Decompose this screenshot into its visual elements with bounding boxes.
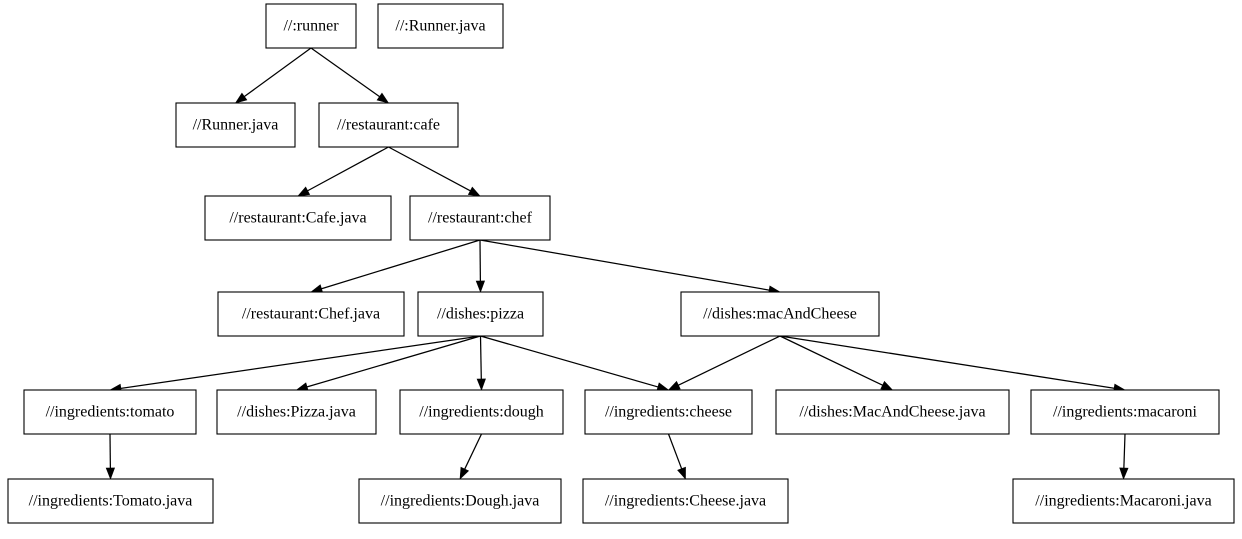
node-box[interactable] — [318, 102, 459, 148]
node-box[interactable] — [216, 389, 377, 435]
graph-edge: //ingredients:macaroni → //ingredients:M… — [1119, 433, 1129, 480]
node-box[interactable] — [409, 195, 551, 241]
node-box[interactable] — [175, 102, 296, 148]
node-box[interactable] — [399, 389, 564, 435]
node-label: //restaurant:cafe — [337, 117, 440, 134]
graph-edge: //dishes:pizza → //ingredients:cheese — [480, 335, 670, 392]
graph-node[interactable]: //dishes:Pizza.java — [216, 389, 377, 435]
edge-arrowhead — [677, 466, 686, 480]
graph-edge: //dishes:pizza → //ingredients:dough — [476, 335, 486, 391]
node-label: //ingredients:Tomato.java — [29, 493, 193, 510]
node-label: //ingredients:Cheese.java — [605, 493, 766, 510]
graph-node[interactable]: //restaurant:cafe — [318, 102, 459, 148]
graph-edge: //:runner → //restaurant:cafe — [310, 47, 390, 104]
graph-node[interactable]: //restaurant:Cafe.java — [204, 195, 392, 241]
graph-node[interactable]: //dishes:macAndCheese — [680, 291, 880, 337]
graph-node[interactable]: //ingredients:Dough.java — [358, 478, 562, 524]
node-label: //ingredients:cheese — [605, 404, 732, 421]
node-label: //:Runner.java — [395, 18, 485, 35]
graph-edge: //ingredients:tomato → //ingredients:Tom… — [105, 433, 116, 480]
graph-node[interactable]: //restaurant:chef — [409, 195, 551, 241]
graph-node[interactable]: //ingredients:macaroni — [1030, 389, 1220, 435]
node-label: //restaurant:chef — [428, 210, 533, 227]
graph-edge: //dishes:pizza → //ingredients:tomato — [109, 335, 481, 393]
graph-node[interactable]: //ingredients:Macaroni.java — [1012, 478, 1235, 524]
node-box[interactable] — [358, 478, 562, 524]
node-label: //ingredients:Macaroni.java — [1035, 493, 1211, 510]
node-box[interactable] — [1030, 389, 1220, 435]
graph-node[interactable]: //ingredients:cheese — [584, 389, 753, 435]
node-label: //ingredients:Dough.java — [381, 493, 540, 510]
node-box[interactable] — [680, 291, 880, 337]
graph-edge: //restaurant:chef → //restaurant:Chef.ja… — [310, 239, 481, 294]
graph-node[interactable]: //ingredients:tomato — [23, 389, 197, 435]
edge-arrowhead — [476, 378, 486, 391]
graph-edge: //ingredients:cheese → //ingredients:Che… — [667, 433, 686, 480]
edge-arrowhead — [467, 186, 481, 197]
node-box[interactable] — [377, 3, 504, 49]
node-box[interactable] — [265, 3, 357, 49]
graph-node[interactable]: //dishes:pizza — [417, 291, 544, 337]
node-label: //ingredients:tomato — [46, 404, 175, 421]
edge-arrowhead — [297, 186, 311, 197]
edge-arrowhead — [105, 467, 116, 480]
graph-edge: //dishes:macAndCheese → //ingredients:ch… — [667, 335, 781, 391]
node-box[interactable] — [1012, 478, 1235, 524]
graph-edge: //restaurant:chef → //dishes:pizza — [475, 239, 486, 293]
edge-arrowhead — [234, 92, 248, 104]
graph-edge: //:runner → //Runner.java — [234, 47, 312, 104]
node-box[interactable] — [582, 478, 789, 524]
node-label: //restaurant:Cafe.java — [229, 210, 366, 227]
node-label: //ingredients:macaroni — [1053, 404, 1198, 421]
node-label: //ingredients:dough — [419, 404, 543, 421]
edges-layer: //:runner → //Runner.java//:runner → //r… — [105, 47, 1129, 480]
graph-edge: //dishes:pizza → //dishes:Pizza.java — [295, 335, 481, 392]
node-box[interactable] — [217, 291, 405, 337]
node-label: //dishes:MacAndCheese.java — [799, 404, 985, 421]
nodes-layer: //:runner //:Runner.java //Runner.java //re… — [7, 3, 1235, 524]
node-box[interactable] — [417, 291, 544, 337]
node-label: //dishes:Pizza.java — [237, 404, 356, 421]
graph-edge: //ingredients:dough → //ingredients:Doug… — [459, 433, 483, 480]
edge-arrowhead — [1119, 467, 1129, 480]
graph-edge: //restaurant:cafe → //restaurant:Cafe.ja… — [297, 146, 389, 197]
node-box[interactable] — [204, 195, 392, 241]
node-label: //Runner.java — [193, 117, 279, 134]
node-box[interactable] — [23, 389, 197, 435]
graph-node[interactable]: //ingredients:Cheese.java — [582, 478, 789, 524]
graph-node[interactable]: //ingredients:Tomato.java — [7, 478, 214, 524]
node-label: //dishes:macAndCheese — [703, 306, 857, 323]
graph-node[interactable]: //:Runner.java — [377, 3, 504, 49]
graph-node[interactable]: //restaurant:Chef.java — [217, 291, 405, 337]
graph-node[interactable]: //ingredients:dough — [399, 389, 564, 435]
node-box[interactable] — [584, 389, 753, 435]
graph-edge: //dishes:macAndCheese → //dishes:MacAndC… — [779, 335, 894, 391]
node-label: //restaurant:Chef.java — [242, 306, 380, 323]
node-box[interactable] — [775, 389, 1010, 435]
graph-node[interactable]: //:runner — [265, 3, 357, 49]
graph-edge: //restaurant:cafe → //restaurant:chef — [388, 146, 481, 197]
edge-arrowhead — [376, 92, 390, 104]
node-label: //dishes:pizza — [437, 306, 524, 323]
graph-node[interactable]: //dishes:MacAndCheese.java — [775, 389, 1010, 435]
edge-arrowhead — [475, 280, 486, 293]
edge-arrowhead — [667, 380, 681, 391]
edge-arrowhead — [459, 466, 470, 480]
node-label: //:runner — [283, 18, 339, 35]
graph-edge: //restaurant:chef → //dishes:macAndChees… — [479, 239, 781, 295]
graph-edge: //dishes:macAndCheese → //ingredients:ma… — [779, 335, 1126, 393]
node-box[interactable] — [7, 478, 214, 524]
graph-node[interactable]: //Runner.java — [175, 102, 296, 148]
edge-arrowhead — [880, 380, 894, 391]
